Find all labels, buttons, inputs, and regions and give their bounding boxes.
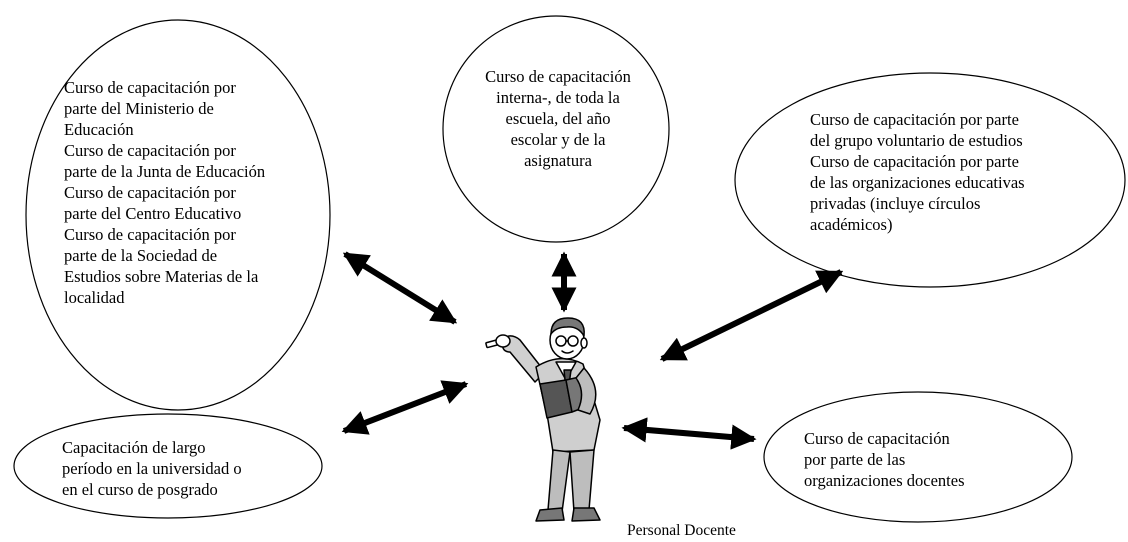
arrow-university [341,380,469,435]
node-internal-line: escolar y de la [510,130,606,149]
node-voluntary-text: Curso de capacitación por parte del grup… [810,109,1100,235]
node-ministry-line: Estudios sobre Materias de la [64,267,259,286]
teacher-figure-icon [485,317,601,522]
node-voluntary-line: privadas (incluye círculos [810,194,981,213]
node-teacher-orgs-line: organizaciones docentes [804,471,965,490]
node-university-line: período en la universidad o [62,459,242,478]
node-internal-line: interna-, de toda la [496,88,620,107]
node-voluntary-line: Curso de capacitación por parte [810,110,1019,129]
node-voluntary-line: académicos) [810,215,893,234]
ellipse-internal [442,15,670,243]
teacher-label: Personal Docente [627,522,736,539]
node-voluntary-line: de las organizaciones educativas [810,173,1025,192]
arrow-voluntary [659,269,844,362]
node-university-line: Capacitación de largo [62,438,206,457]
node-ministry-line: parte de la Junta de Educación [64,162,266,181]
node-internal-line: escuela, del año [505,109,611,128]
node-university-line: en el curso de posgrado [62,480,218,499]
arrow-ministry [342,251,458,325]
node-ministry-line: parte del Ministerio de [64,99,214,118]
node-internal-line: asignatura [524,151,592,170]
ellipse-voluntary [734,72,1126,288]
node-ministry-line: Curso de capacitación por [64,141,236,160]
node-voluntary-line: del grupo voluntario de estudios [810,131,1023,150]
ellipse-teacher-orgs [763,391,1073,523]
node-ministry-line: Curso de capacitación por [64,78,236,97]
node-ministry-text: Curso de capacitación por parte del Mini… [64,77,334,308]
node-internal-line: Curso de capacitación [485,67,631,86]
ellipse-university [13,413,323,519]
node-ministry-line: Curso de capacitación por [64,225,236,244]
node-ministry-line: localidad [64,288,125,307]
ellipse-ministry [25,19,331,411]
node-ministry-line: parte de la Sociedad de [64,246,218,265]
node-ministry-line: Educación [64,120,134,139]
node-teacher-orgs-text: Curso de capacitación por parte de las o… [804,428,1034,491]
node-teacher-orgs-line: por parte de las [804,450,906,469]
node-university-text: Capacitación de largo período en la univ… [62,437,302,500]
node-teacher-orgs-line: Curso de capacitación [804,429,950,448]
arrow-teacher-orgs [621,417,757,450]
node-internal-text: Curso de capacitación interna-, de toda … [448,66,668,171]
node-voluntary-line: Curso de capacitación por parte [810,152,1019,171]
node-ministry-line: parte del Centro Educativo [64,204,242,223]
node-ministry-line: Curso de capacitación por [64,183,236,202]
